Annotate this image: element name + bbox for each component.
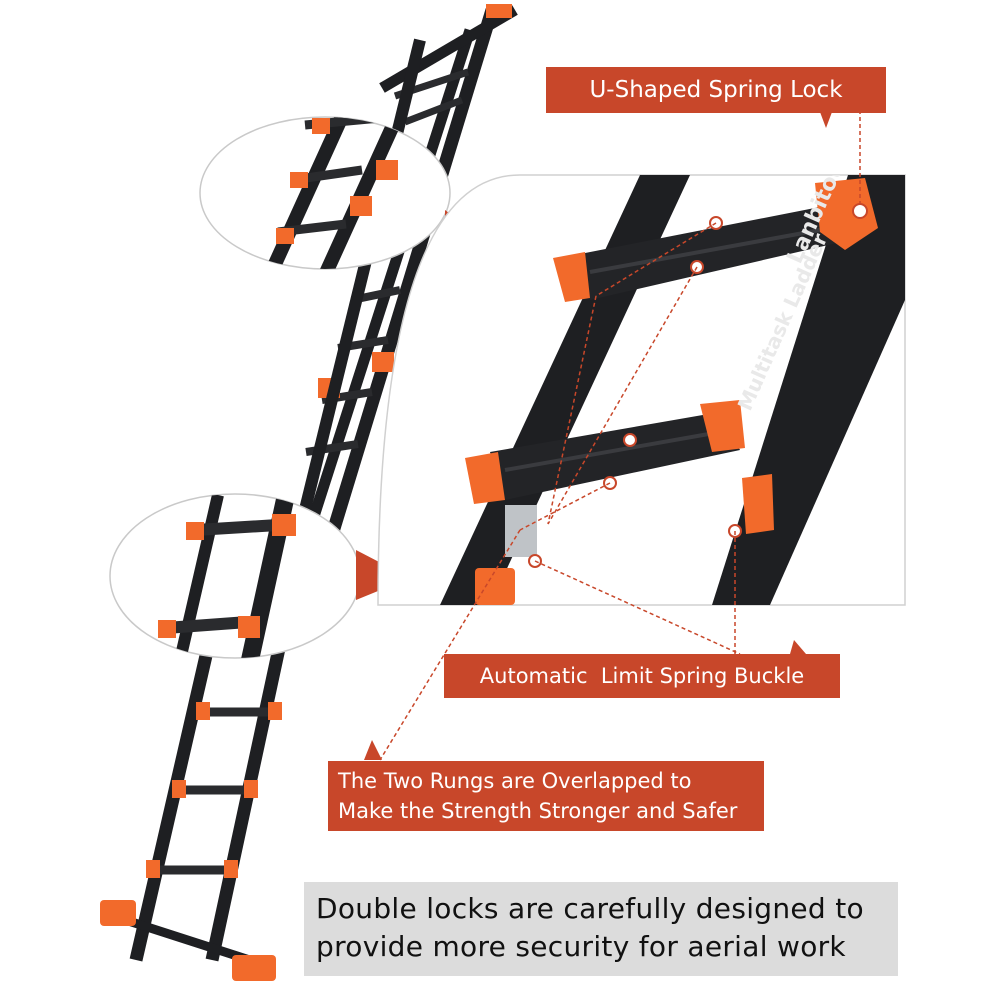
caption-line-2: provide more security for aerial work <box>316 930 846 963</box>
buckle-pointer <box>790 640 806 654</box>
leader-lines <box>379 110 861 761</box>
caption-line-1: Double locks are carefully designed to <box>316 892 864 925</box>
rungs-pointer <box>364 740 382 760</box>
automatic-limit-spring-buckle-label: Automatic Limit Spring Buckle <box>444 654 840 698</box>
u-shaped-spring-lock-label: U-Shaped Spring Lock <box>546 67 886 113</box>
bottom-detail-circle <box>109 493 410 659</box>
zoomed-detail-panel: Lanbitou Multitask Ladder <box>377 174 906 606</box>
overlapped-rungs-line-2: Make the Strength Stronger and Safer <box>338 799 738 823</box>
caption-box: Double locks are carefully designed to p… <box>304 882 898 976</box>
u-lock-pointer <box>820 112 832 128</box>
overlapped-rungs-label: The Two Rungs are Overlapped to Make the… <box>328 761 764 831</box>
top-detail-circle <box>199 116 515 270</box>
overlapped-rungs-line-1: The Two Rungs are Overlapped to <box>338 769 692 793</box>
